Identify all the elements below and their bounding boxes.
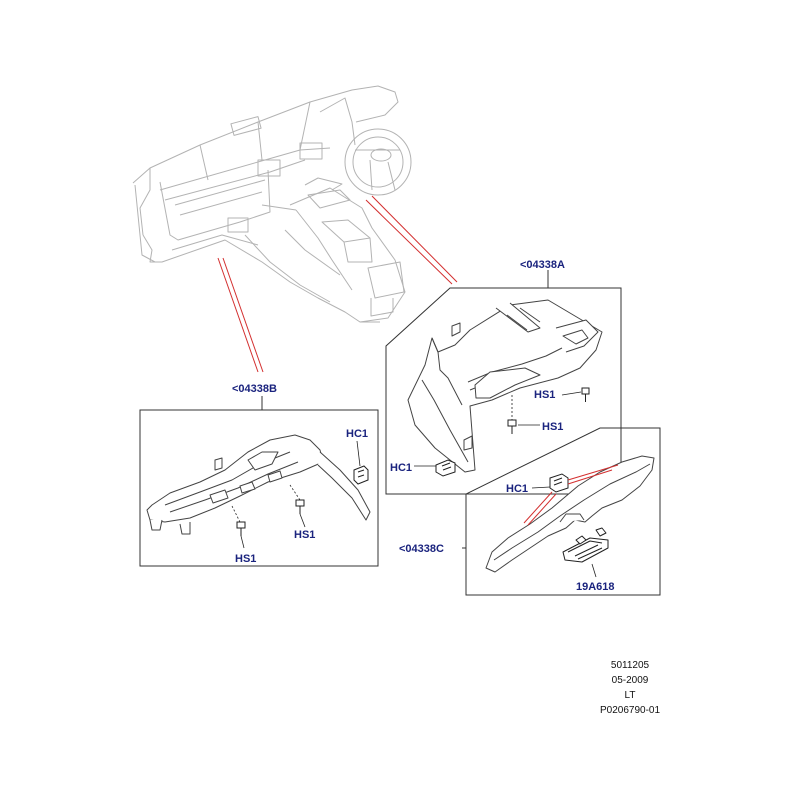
c-hc1-clip-icon: [549, 473, 569, 493]
latch-19a618-icon: [562, 527, 609, 563]
group-c: <04338C HC1 19A618: [399, 427, 661, 596]
hs1-top-leader: [561, 391, 582, 396]
group-c-frame: [465, 427, 661, 596]
a-hs1-mid-callout[interactable]: HS1: [542, 421, 563, 433]
b-hc1-leader: [356, 440, 361, 467]
group-b-frame: [139, 396, 379, 567]
b-hc1-clip-icon: [353, 465, 369, 485]
b-hs1-right-dashed-axis: [289, 484, 301, 501]
b-hc1-callout[interactable]: HC1: [346, 428, 368, 440]
a-hs1-top-callout[interactable]: HS1: [534, 389, 555, 401]
overview-locator-leaders: [217, 195, 458, 373]
glovebox-lid-trim-illustration: [485, 455, 655, 573]
hs1-screw-top-icon: [581, 387, 590, 402]
group-b-label[interactable]: <04338B: [232, 383, 277, 395]
glovebox-assembly-illustration: [407, 299, 603, 473]
group-a-frame: [385, 270, 622, 495]
hs1-screw-mid-icon: [507, 419, 517, 434]
b-hs1-left-screw-icon: [236, 521, 246, 536]
c-latch-callout[interactable]: 19A618: [576, 581, 615, 593]
ref-code: 5011205: [611, 660, 650, 671]
group-c-label[interactable]: <04338C: [399, 543, 444, 555]
c-hc1-leader: [531, 486, 551, 489]
b-hs1-right-callout[interactable]: HS1: [294, 529, 315, 541]
dashboard-overview-illustration: [132, 85, 412, 323]
b-hs1-left-callout[interactable]: HS1: [235, 553, 256, 565]
group-a-label[interactable]: <04338A: [520, 259, 565, 271]
ref-side: LT: [625, 690, 636, 701]
c-hc1-locator-leaders: [523, 464, 619, 526]
hc1-clip-icon: [435, 459, 456, 477]
b-hs1-right-leader: [299, 513, 306, 528]
b-hs1-left-dashed-axis: [231, 505, 241, 523]
ref-date: 05-2009: [612, 675, 649, 686]
group-b: <04338B HC1 HS1: [139, 383, 379, 567]
group-a: <04338A HS1 HS1: [385, 259, 622, 495]
ref-drawing-number: P0206790-01: [600, 705, 660, 716]
c-latch-leader: [591, 563, 597, 578]
b-hs1-right-screw-icon: [295, 499, 305, 514]
a-hc1-callout[interactable]: HC1: [390, 462, 412, 474]
c-hc1-callout[interactable]: HC1: [506, 483, 528, 495]
drawing-reference-block: 5011205 05-2009 LT P0206790-01: [600, 660, 660, 716]
lower-panel-illustration: [146, 434, 371, 535]
b-hs1-left-leader: [240, 535, 245, 549]
